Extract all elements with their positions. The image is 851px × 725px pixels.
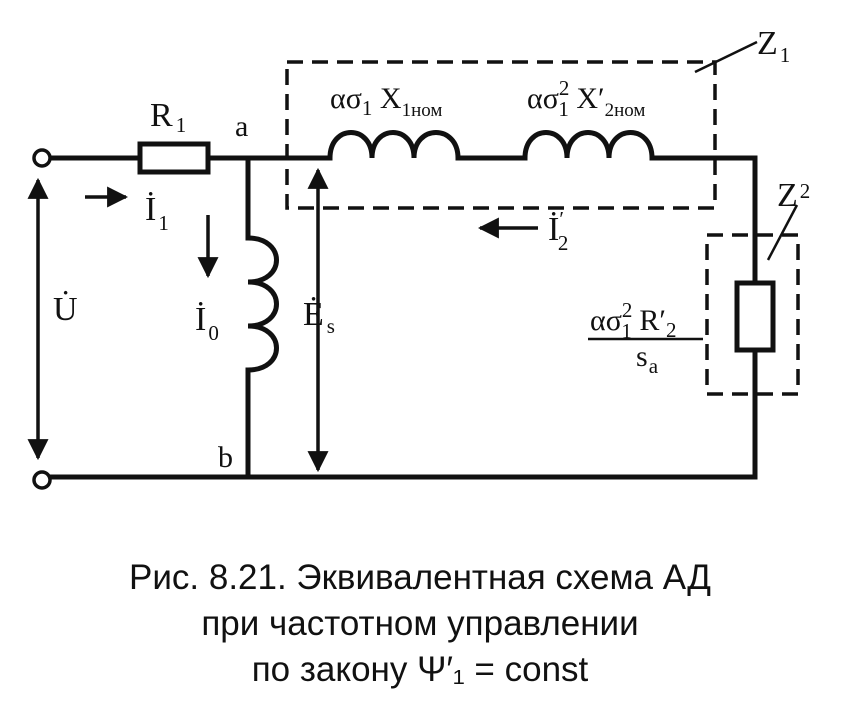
resistor-r1 xyxy=(137,141,211,175)
label-u: U̇ xyxy=(53,291,78,328)
caption-line-3: по закону Ψ′₁ = const xyxy=(252,650,589,689)
label-node-a: a xyxy=(235,110,248,143)
z1-dashed-box xyxy=(285,60,717,210)
caption-line-1: Рис. 8.21. Эквивалентная схема АД xyxy=(129,558,711,597)
circuit-wires xyxy=(47,155,758,480)
label-i1: İ1 xyxy=(145,191,169,235)
label-i0: İ0 xyxy=(195,301,219,345)
arrows xyxy=(27,167,538,473)
z2-leader-line xyxy=(766,204,799,261)
inductor-x0 xyxy=(247,235,279,373)
label-z2: Z2 xyxy=(777,177,810,214)
caption-line-2: при частотном управлении xyxy=(201,604,638,643)
inductor-x1 xyxy=(327,130,461,159)
resistor-r2 xyxy=(734,280,776,353)
label-z1: Z1 xyxy=(757,25,790,67)
input-terminal-bottom xyxy=(32,470,52,490)
label-node-b: b xyxy=(218,441,233,474)
label-x1: ασ1 X1ном xyxy=(330,82,442,121)
input-terminal-top xyxy=(32,148,52,168)
inductor-x2 xyxy=(522,130,655,159)
label-i2: İ′2 xyxy=(548,207,568,255)
z1-leader-line xyxy=(694,40,758,74)
label-r2-denominator: sa xyxy=(636,340,659,378)
